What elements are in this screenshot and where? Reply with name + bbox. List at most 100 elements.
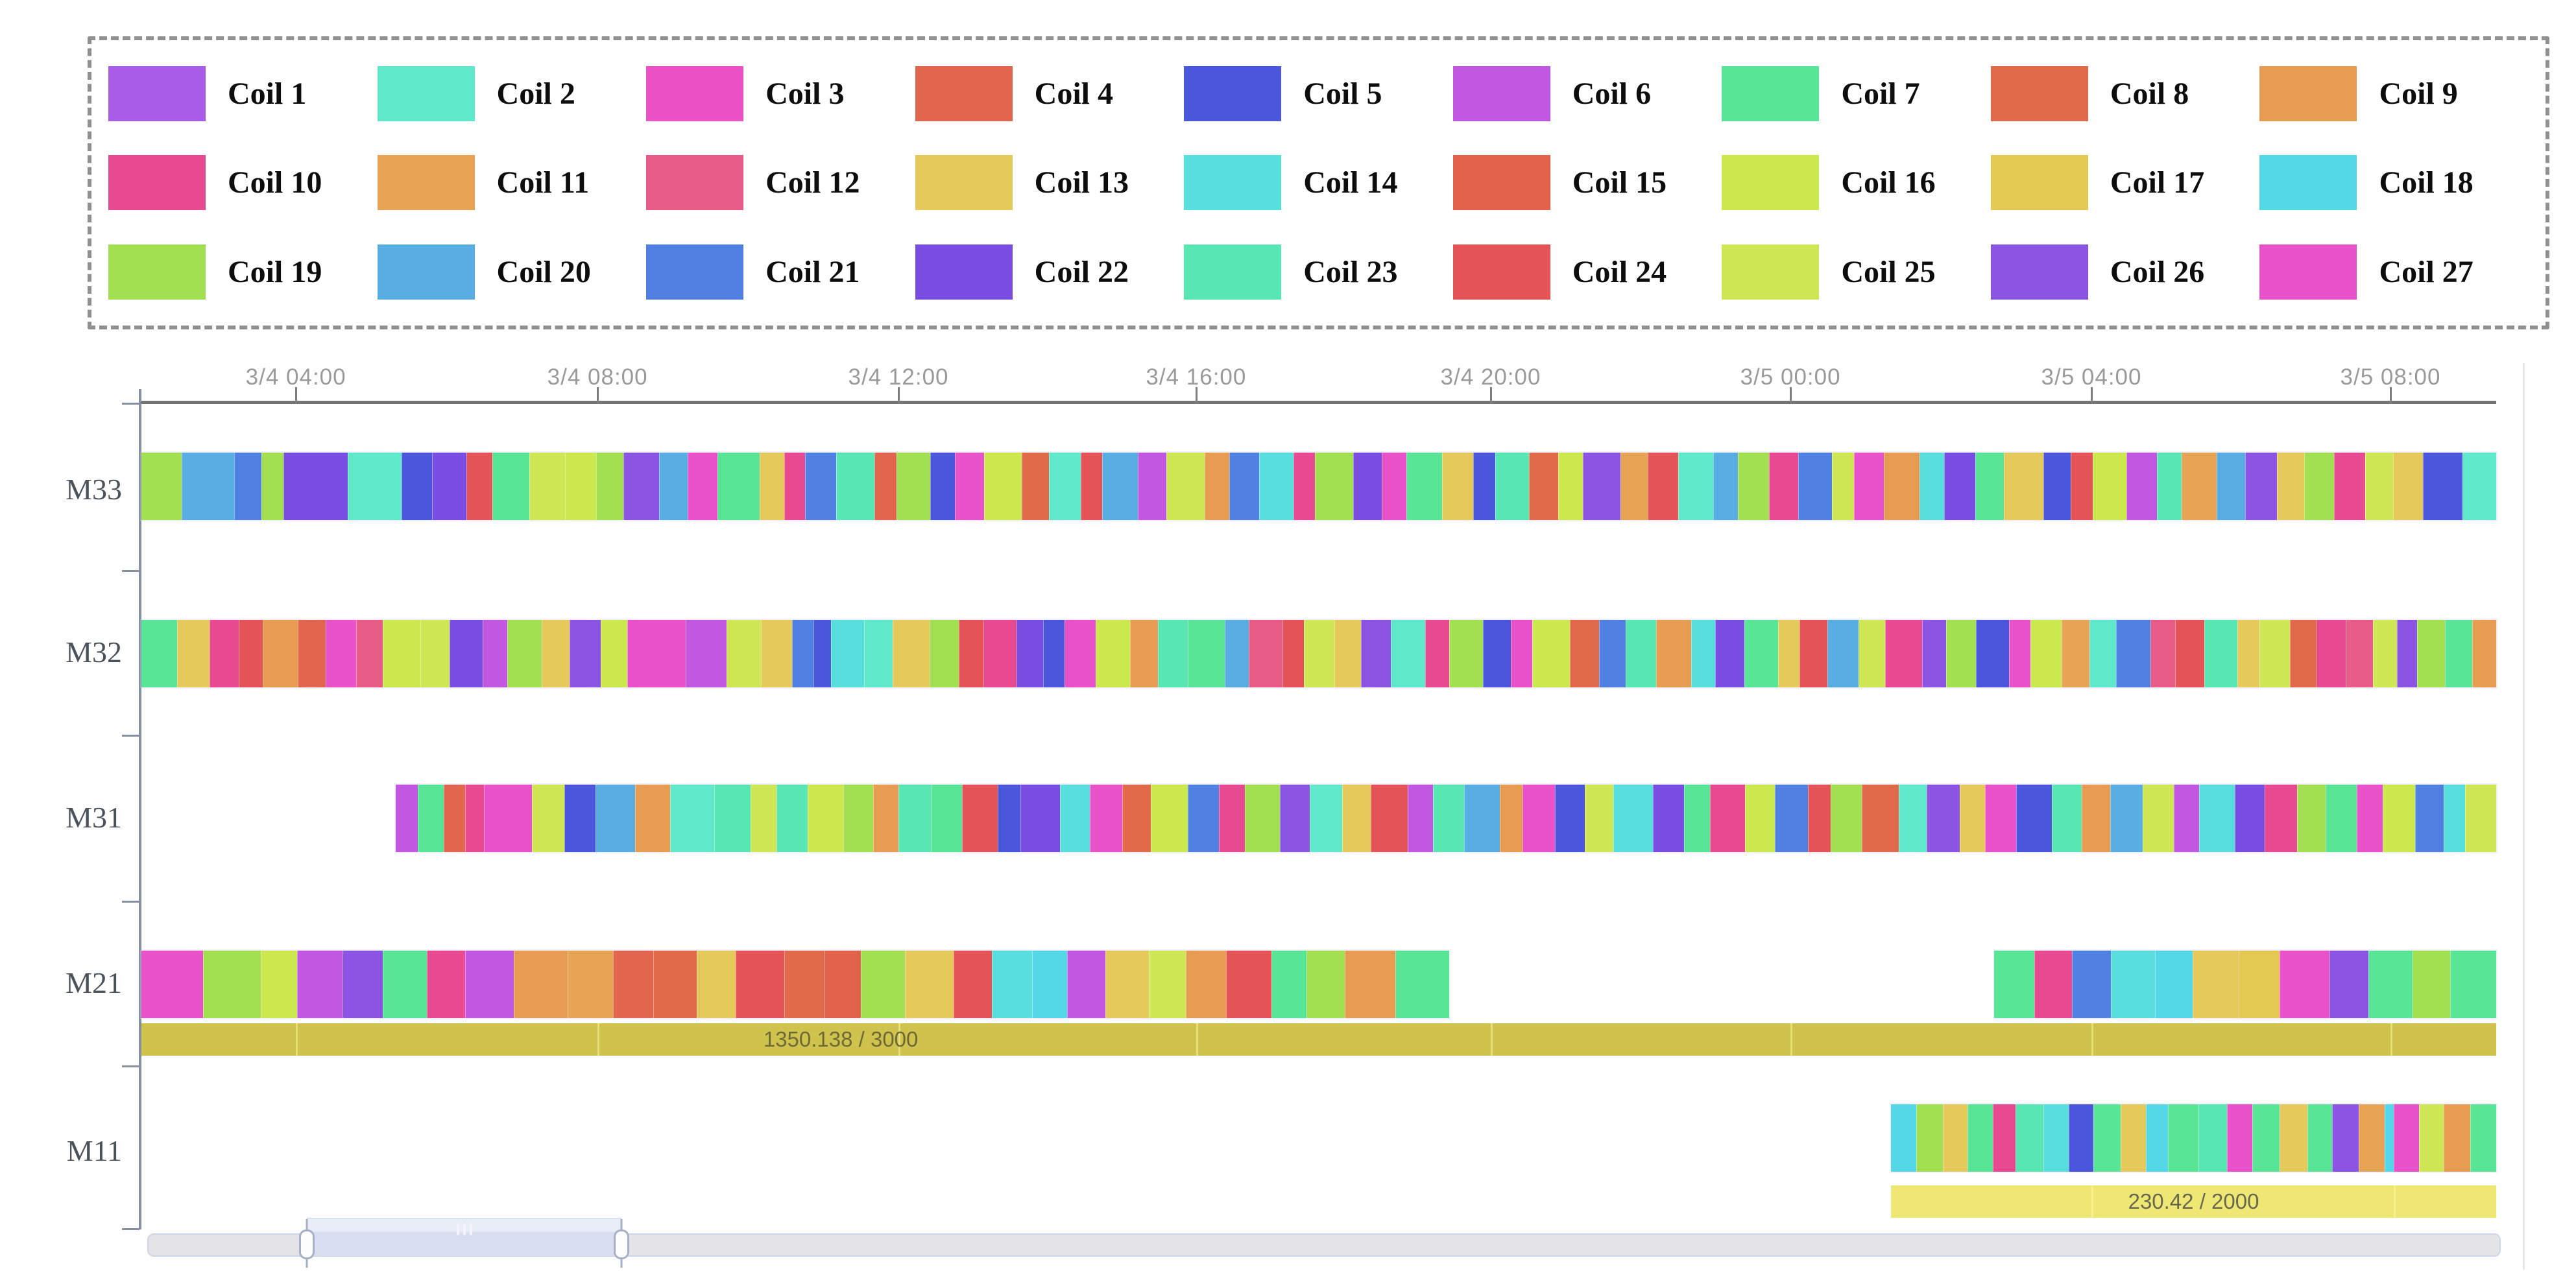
legend-item-coil-1[interactable]: Coil 1 bbox=[108, 66, 378, 122]
coil-segment-coil-7[interactable] bbox=[2307, 1104, 2332, 1172]
coil-segment-coil-13[interactable] bbox=[2237, 620, 2259, 687]
legend-item-coil-26[interactable]: Coil 26 bbox=[1990, 244, 2260, 300]
coil-segment-coil-7[interactable] bbox=[2470, 1104, 2496, 1172]
coil-segment-coil-10[interactable] bbox=[1993, 1104, 2016, 1172]
coil-segment-coil-16[interactable] bbox=[2382, 785, 2415, 852]
coil-segment-coil-10[interactable] bbox=[2334, 453, 2366, 520]
legend-item-coil-4[interactable]: Coil 4 bbox=[915, 66, 1185, 122]
coil-segment-coil-7[interactable] bbox=[1744, 620, 1778, 687]
coil-segment-coil-24[interactable] bbox=[1799, 620, 1828, 687]
coil-segment-coil-20[interactable] bbox=[2110, 785, 2143, 852]
coil-segment-coil-7[interactable] bbox=[2326, 785, 2357, 852]
coil-segment-coil-19[interactable] bbox=[1449, 620, 1483, 687]
coil-segment-coil-19[interactable] bbox=[1916, 1104, 1944, 1172]
coil-segment-coil-10[interactable] bbox=[1425, 620, 1450, 687]
coil-segment-coil-23[interactable] bbox=[2015, 1104, 2043, 1172]
coil-segment-coil-26[interactable] bbox=[1922, 620, 1947, 687]
coil-segment-coil-7[interactable] bbox=[1684, 785, 1710, 852]
coil-segment-coil-7[interactable] bbox=[2093, 1104, 2121, 1172]
coil-segment-coil-16[interactable] bbox=[1532, 620, 1570, 687]
coil-segment-coil-20[interactable] bbox=[1464, 785, 1500, 852]
coil-segment-coil-2[interactable] bbox=[1310, 785, 1343, 852]
coil-segment-coil-13[interactable] bbox=[1342, 785, 1371, 852]
coil-segment-coil-9[interactable] bbox=[1130, 620, 1159, 687]
coil-segment-coil-9[interactable] bbox=[1345, 951, 1395, 1018]
coil-segment-coil-8[interactable] bbox=[653, 951, 697, 1018]
coil-segment-coil-22[interactable] bbox=[432, 453, 466, 520]
coil-segment-coil-10[interactable] bbox=[1293, 453, 1316, 520]
legend-item-coil-14[interactable]: Coil 14 bbox=[1184, 155, 1453, 211]
coil-segment-coil-27[interactable] bbox=[2280, 951, 2329, 1018]
legend-item-coil-6[interactable]: Coil 6 bbox=[1452, 66, 1722, 122]
legend-item-coil-21[interactable]: Coil 21 bbox=[646, 244, 915, 300]
coil-segment-coil-14[interactable] bbox=[1691, 620, 1716, 687]
coil-segment-coil-27[interactable] bbox=[627, 620, 686, 687]
coil-segment-coil-7[interactable] bbox=[1187, 620, 1225, 687]
coil-segment-coil-25[interactable] bbox=[531, 785, 564, 852]
legend-item-coil-23[interactable]: Coil 23 bbox=[1184, 244, 1453, 300]
coil-segment-coil-6[interactable] bbox=[396, 785, 418, 852]
datazoom-left-handle[interactable] bbox=[299, 1229, 315, 1259]
coil-segment-coil-21[interactable] bbox=[1187, 785, 1219, 852]
coil-segment-coil-6[interactable] bbox=[1066, 951, 1106, 1018]
legend-item-coil-27[interactable]: Coil 27 bbox=[2259, 244, 2529, 300]
coil-segment-coil-5[interactable] bbox=[1555, 785, 1585, 852]
coil-segment-coil-22[interactable] bbox=[283, 453, 348, 520]
coil-segment-coil-26[interactable] bbox=[2329, 951, 2368, 1018]
coil-segment-coil-6[interactable] bbox=[464, 951, 514, 1018]
coil-segment-coil-5[interactable] bbox=[2069, 1104, 2094, 1172]
coil-segment-coil-26[interactable] bbox=[570, 620, 601, 687]
coil-segment-coil-19[interactable] bbox=[843, 785, 873, 852]
coil-segment-coil-19[interactable] bbox=[141, 453, 182, 520]
coil-segment-coil-8[interactable] bbox=[1529, 453, 1558, 520]
coil-segment-coil-7[interactable] bbox=[1967, 1104, 1993, 1172]
coil-segment-coil-7[interactable] bbox=[1271, 951, 1306, 1018]
coil-segment-coil-26[interactable] bbox=[623, 453, 659, 520]
coil-segment-coil-24[interactable] bbox=[1282, 620, 1304, 687]
coil-segment-coil-25[interactable] bbox=[1303, 620, 1335, 687]
coil-segment-coil-19[interactable] bbox=[930, 620, 959, 687]
coil-segment-coil-2[interactable] bbox=[347, 453, 402, 520]
legend-item-coil-16[interactable]: Coil 16 bbox=[1722, 155, 1991, 211]
legend-item-coil-20[interactable]: Coil 20 bbox=[377, 244, 647, 300]
coil-segment-coil-18[interactable] bbox=[1891, 1104, 1916, 1172]
coil-segment-coil-17[interactable] bbox=[2239, 951, 2280, 1018]
coil-segment-coil-13[interactable] bbox=[177, 620, 210, 687]
coil-segment-coil-27[interactable] bbox=[1510, 620, 1533, 687]
coil-segment-coil-12[interactable] bbox=[2346, 620, 2373, 687]
coil-segment-coil-19[interactable] bbox=[507, 620, 542, 687]
coil-segment-coil-13[interactable] bbox=[892, 620, 930, 687]
coil-segment-coil-9[interactable] bbox=[2081, 785, 2110, 852]
coil-segment-coil-13[interactable] bbox=[1334, 620, 1362, 687]
coil-segment-coil-19[interactable] bbox=[2413, 951, 2450, 1018]
legend-item-coil-2[interactable]: Coil 2 bbox=[377, 66, 647, 122]
coil-segment-coil-26[interactable] bbox=[1582, 453, 1621, 520]
coil-segment-coil-22[interactable] bbox=[2235, 785, 2265, 852]
coil-segment-coil-24[interactable] bbox=[1225, 951, 1271, 1018]
coil-segment-coil-13[interactable] bbox=[2120, 1104, 2147, 1172]
coil-segment-coil-13[interactable] bbox=[760, 453, 785, 520]
coil-segment-coil-7[interactable] bbox=[418, 785, 444, 852]
coil-segment-coil-20[interactable] bbox=[658, 453, 688, 520]
coil-segment-coil-14[interactable] bbox=[1919, 453, 1944, 520]
legend-item-coil-15[interactable]: Coil 15 bbox=[1452, 155, 1722, 211]
coil-segment-coil-20[interactable] bbox=[1225, 620, 1249, 687]
coil-segment-coil-5[interactable] bbox=[813, 620, 832, 687]
datazoom-grip-icon[interactable] bbox=[457, 1224, 472, 1235]
coil-segment-coil-16[interactable] bbox=[1151, 785, 1188, 852]
coil-segment-coil-21[interactable] bbox=[1798, 453, 1833, 520]
coil-segment-coil-19[interactable] bbox=[596, 453, 624, 520]
coil-segment-coil-16[interactable] bbox=[2093, 453, 2127, 520]
legend-item-coil-9[interactable]: Coil 9 bbox=[2259, 66, 2529, 122]
coil-segment-coil-19[interactable] bbox=[2417, 620, 2446, 687]
coil-segment-coil-24[interactable] bbox=[1807, 785, 1831, 852]
coil-segment-coil-18[interactable] bbox=[2146, 1104, 2169, 1172]
coil-segment-coil-20[interactable] bbox=[1827, 620, 1859, 687]
coil-segment-coil-7[interactable] bbox=[2252, 1104, 2280, 1172]
coil-segment-coil-16[interactable] bbox=[1745, 785, 1776, 852]
coil-segment-coil-13[interactable] bbox=[1441, 453, 1474, 520]
coil-segment-coil-18[interactable] bbox=[2384, 1104, 2394, 1172]
coil-segment-coil-2[interactable] bbox=[1049, 453, 1081, 520]
legend-item-coil-18[interactable]: Coil 18 bbox=[2259, 155, 2529, 211]
coil-segment-coil-12[interactable] bbox=[1249, 620, 1282, 687]
